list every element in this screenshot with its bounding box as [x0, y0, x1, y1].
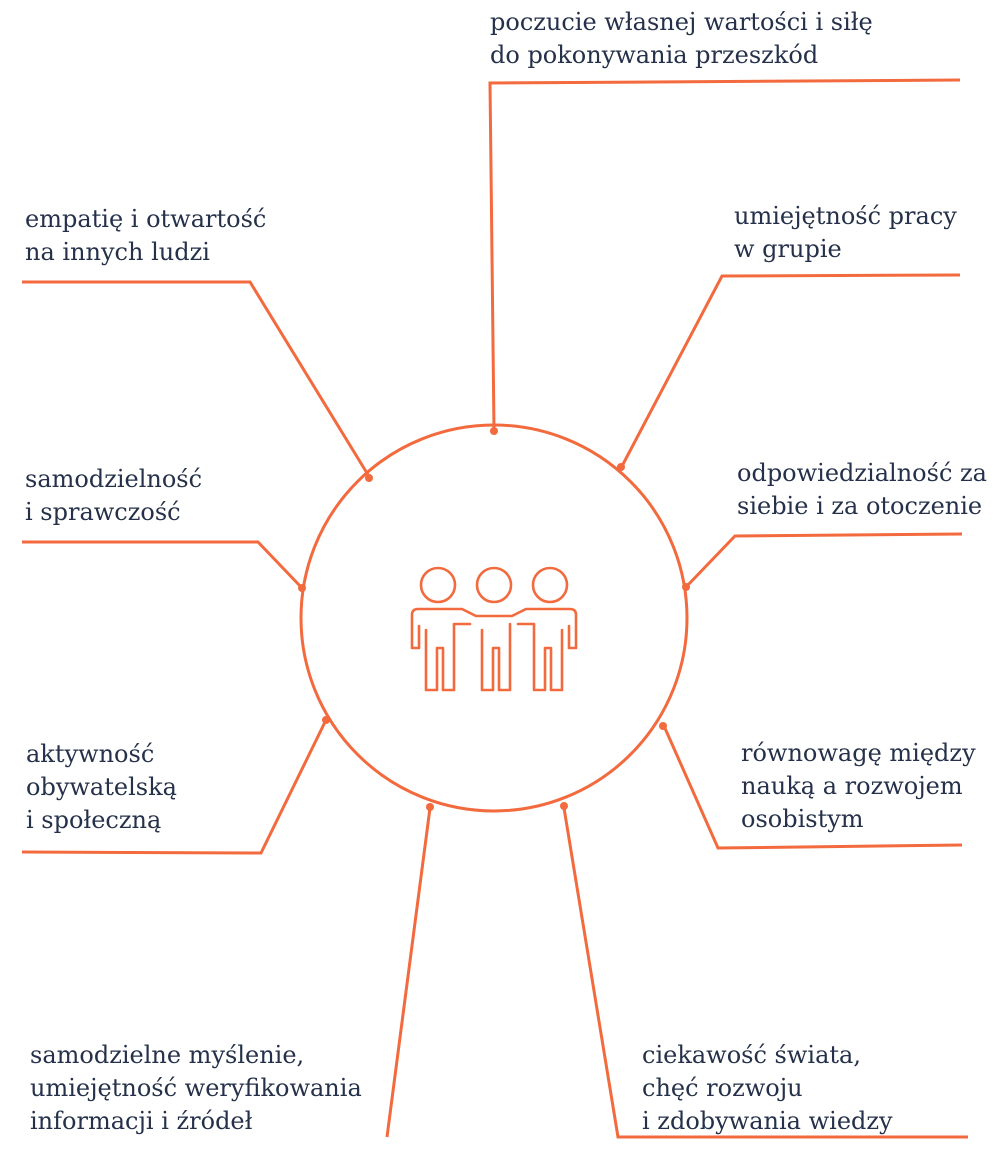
- label-self-worth: poczucie własnej wartości i siłę do poko…: [490, 8, 873, 69]
- junction-dot: [490, 427, 498, 435]
- center-circle: [299, 423, 689, 813]
- junction-dot: [682, 583, 690, 591]
- connector-balance: [662, 725, 963, 850]
- person-head-icon: [419, 566, 457, 604]
- connector-empathy: [22, 280, 372, 479]
- junction-dot: [659, 722, 667, 730]
- label-curiosity: ciekawość świata, chęć rozwoju i zdobywa…: [642, 1041, 893, 1135]
- people-bodies-icon: [410, 607, 578, 692]
- label-balance: równowagę między nauką a rozwojem osobis…: [741, 739, 976, 833]
- connector-self-worth: [488, 78, 961, 431]
- connector-responsibility: [684, 532, 963, 589]
- person-head-icon: [475, 566, 513, 604]
- connector-curiosity: [562, 807, 968, 1139]
- connector-independence: [22, 540, 304, 590]
- junction-dot: [560, 802, 568, 810]
- label-teamwork: umiejętność pracy w grupie: [734, 202, 957, 263]
- three-people-icon: [410, 566, 578, 692]
- junction-dot: [426, 803, 434, 811]
- junction-dot: [322, 716, 330, 724]
- label-civic: aktywność obywatelską i społeczną: [26, 740, 177, 834]
- label-critical-thinking: samodzielne myślenie, umiejętność weryfi…: [30, 1041, 362, 1135]
- connector-critical-thinking: [385, 807, 432, 1138]
- connector-teamwork: [619, 273, 961, 469]
- connector-civic: [21, 719, 328, 855]
- junction-dot: [298, 584, 306, 592]
- junction-dot: [617, 463, 625, 471]
- label-empathy: empatię i otwartość na innych ludzi: [25, 205, 267, 266]
- junction-dot: [365, 474, 373, 482]
- person-head-icon: [531, 566, 569, 604]
- label-independence: samodzielność i sprawczość: [25, 465, 203, 526]
- label-responsibility: odpowiedzialność za siebie i za otoczeni…: [737, 459, 987, 520]
